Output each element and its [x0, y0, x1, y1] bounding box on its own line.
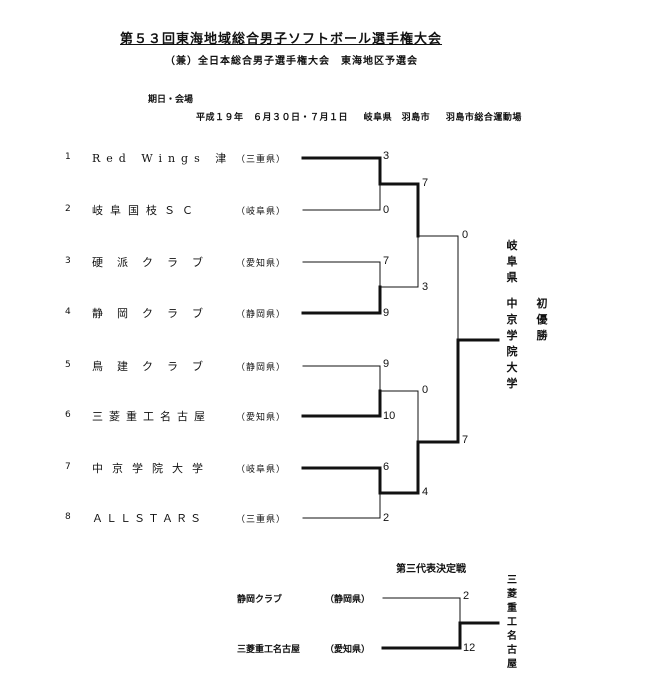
score-r2: 0 [422, 384, 429, 396]
playoff-team-name: 三菱重工名古屋 [237, 645, 301, 655]
score-r1: 3 [383, 150, 390, 162]
team-prefecture: （静岡県） [236, 310, 287, 320]
playoff-winner: 三菱重工名古屋 [507, 575, 517, 670]
score-r1: 2 [383, 512, 390, 524]
venue-text: 羽島市総合運動場 [445, 113, 522, 123]
team-prefecture: （三重県） [236, 155, 287, 165]
score-r1: 9 [383, 307, 390, 319]
page-title: 第５３回東海地域総合男子ソフトボール選手権大会 [120, 32, 443, 47]
team-prefecture: （愛知県） [236, 259, 287, 269]
team-prefecture: （静岡県） [236, 363, 287, 373]
score-r2: 3 [422, 281, 429, 293]
page-subtitle: （兼）全日本総合男子選手権大会 東海地区予選会 [165, 56, 418, 67]
playoff-score: 2 [463, 590, 470, 602]
champion-label: 初優勝 [536, 297, 548, 342]
prefecture-text: 岐阜県 羽島市 [363, 113, 431, 123]
team-name: 静岡クラブ [92, 307, 217, 320]
playoff-score: 12 [463, 642, 476, 654]
playoff-title: 第三代表決定戦 [396, 564, 466, 575]
team-name: ＡＬＬＳＴＡＲＳ [92, 512, 204, 525]
score-r1: 7 [383, 255, 390, 267]
team-prefecture: （愛知県） [236, 413, 287, 423]
date-text: 平成１９年 ６月３０日・７月１日 [196, 113, 349, 123]
score-r2: 7 [422, 177, 429, 189]
team-name: 硬派クラブ [92, 256, 217, 269]
team-prefecture: （三重県） [236, 515, 287, 525]
date-venue-line: 平成１９年 ６月３０日・７月１日 岐阜県 羽島市 羽島市総合運動場 [196, 110, 534, 123]
team-number: 1 [65, 152, 71, 162]
playoff-team-name: 静岡クラブ [237, 595, 283, 605]
team-number: 8 [65, 512, 71, 522]
team-number: 7 [65, 462, 71, 472]
team-number: 4 [65, 307, 71, 317]
score-r1: 0 [383, 204, 390, 216]
playoff-team-prefecture: （静岡県） [325, 595, 371, 605]
champion-prefecture: 岐阜県 [506, 239, 518, 284]
team-number: 3 [65, 256, 71, 266]
score-sf: 0 [462, 229, 469, 241]
team-number: 2 [65, 204, 71, 214]
team-name: 岐阜国枝ＳＣ [92, 204, 200, 217]
team-number: 6 [65, 410, 71, 420]
team-name: Red Wings 津 [92, 152, 233, 165]
score-r1: 9 [383, 358, 390, 370]
score-r2: 4 [422, 486, 429, 498]
score-sf: 7 [462, 434, 469, 446]
team-name: 中京学院大学 [92, 462, 212, 475]
team-name: 三菱重工名古屋 [92, 410, 211, 423]
venue-label: 期日・会場 [148, 95, 194, 105]
champion-name: 中京学院大学 [506, 297, 518, 390]
score-r1: 6 [383, 461, 390, 473]
team-prefecture: （岐阜県） [236, 465, 287, 475]
team-prefecture: （岐阜県） [236, 207, 287, 217]
team-number: 5 [65, 360, 71, 370]
score-r1: 10 [383, 410, 396, 422]
playoff-team-prefecture: （愛知県） [325, 645, 371, 655]
team-name: 鳥建クラブ [92, 360, 217, 373]
